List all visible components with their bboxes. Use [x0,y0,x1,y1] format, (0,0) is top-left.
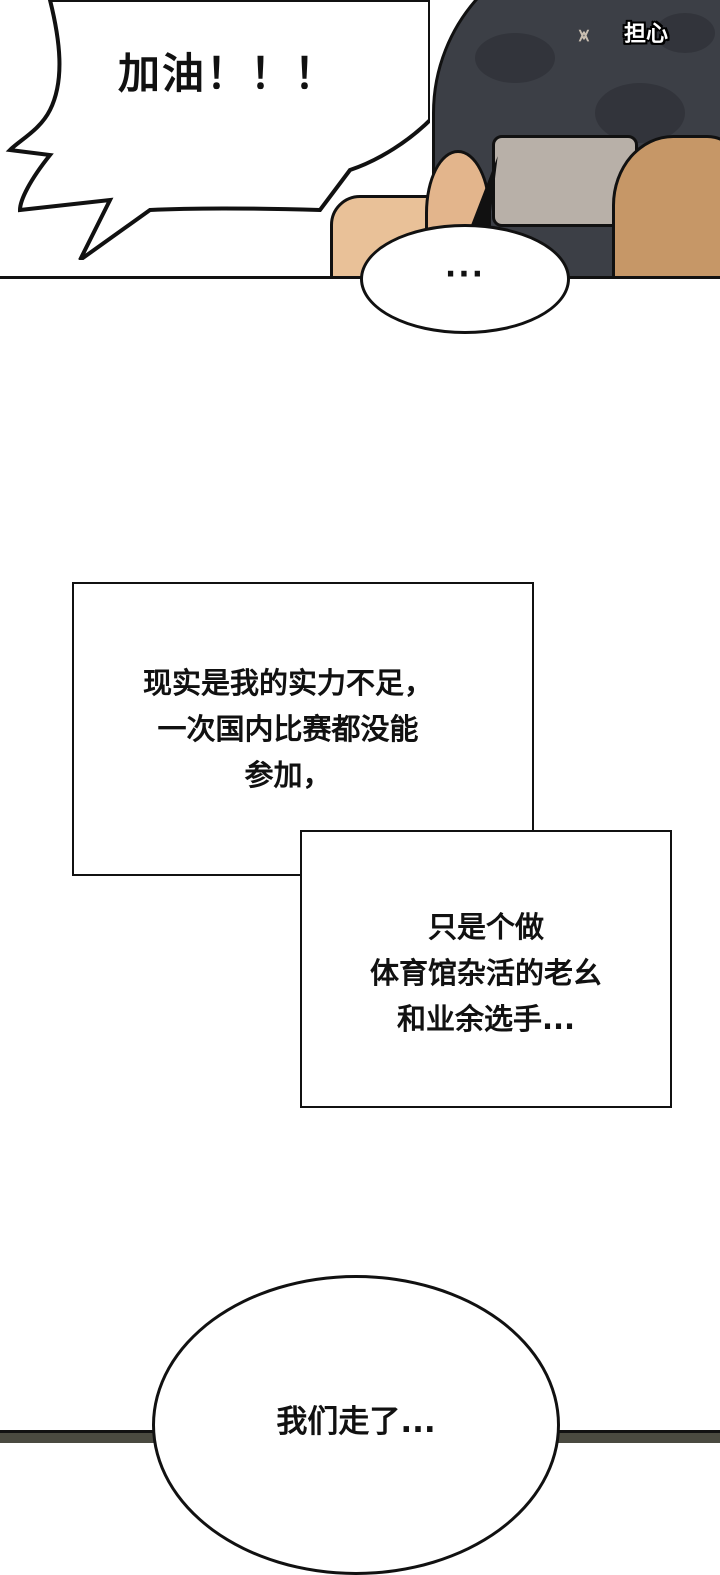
reply-bubble-text: ··· [444,257,486,292]
narration-line: 只是个做 [427,910,544,944]
shout-bubble-text: 加油！！！ [118,49,339,98]
shirt-logo-icon: ⩙ [578,25,590,46]
narration-text-2: 只是个做 体育馆杂活的老幺 和业余选手... [300,904,672,1042]
final-speech-bubble: 我们走了... [152,1275,560,1575]
reply-speech-bubble: ··· [360,224,570,334]
narration-line: 一次国内比赛都没能 [157,712,419,746]
shout-bubble [5,0,430,260]
character-right-hand [612,135,720,278]
narration-line: 和业余选手... [396,1002,576,1036]
narration-box-join [302,832,532,874]
narration-line: 现实是我的实力不足， [142,666,433,700]
narration-line: 参加， [244,758,332,792]
narration-box-2 [300,830,672,1108]
top-comic-panel: ⩙ 担心 加油！！！ [0,0,720,278]
narration-box-1 [72,582,534,876]
sound-effect-text: 担心 [624,22,669,47]
narration-line: 体育馆杂活的老幺 [369,956,602,990]
narration-text-1: 现实是我的实力不足， 一次国内比赛都没能 参加， [72,660,504,798]
final-bubble-text: 我们走了... [276,1404,436,1440]
